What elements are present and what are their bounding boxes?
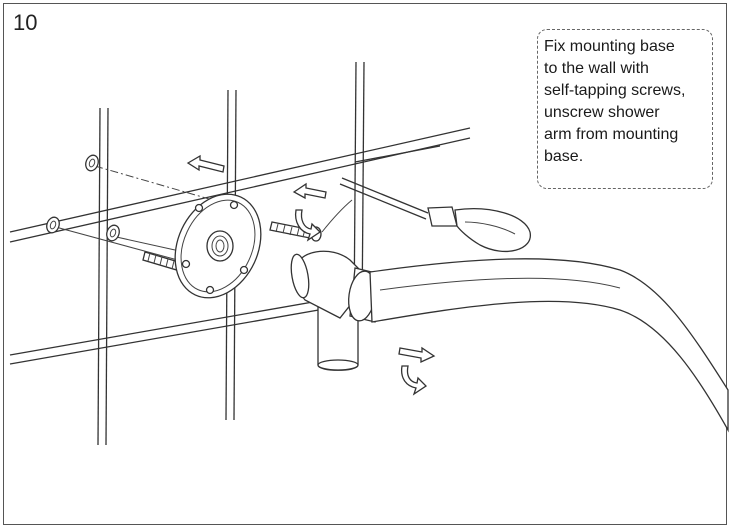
instruction-text: Fix mounting base to the wall with self-…	[544, 38, 686, 165]
screw-icon	[46, 154, 120, 242]
screwdriver-icon	[321, 177, 531, 253]
instruction-box: Fix mounting base to the wall with self-…	[537, 29, 713, 189]
rotate-arrow-icon	[294, 209, 428, 396]
arrow-icon	[186, 154, 436, 364]
wall-tiles-icon	[9, 61, 471, 446]
step-number: 10	[13, 10, 38, 35]
shower-arm-icon	[290, 250, 729, 433]
mounting-base-icon	[174, 193, 262, 299]
